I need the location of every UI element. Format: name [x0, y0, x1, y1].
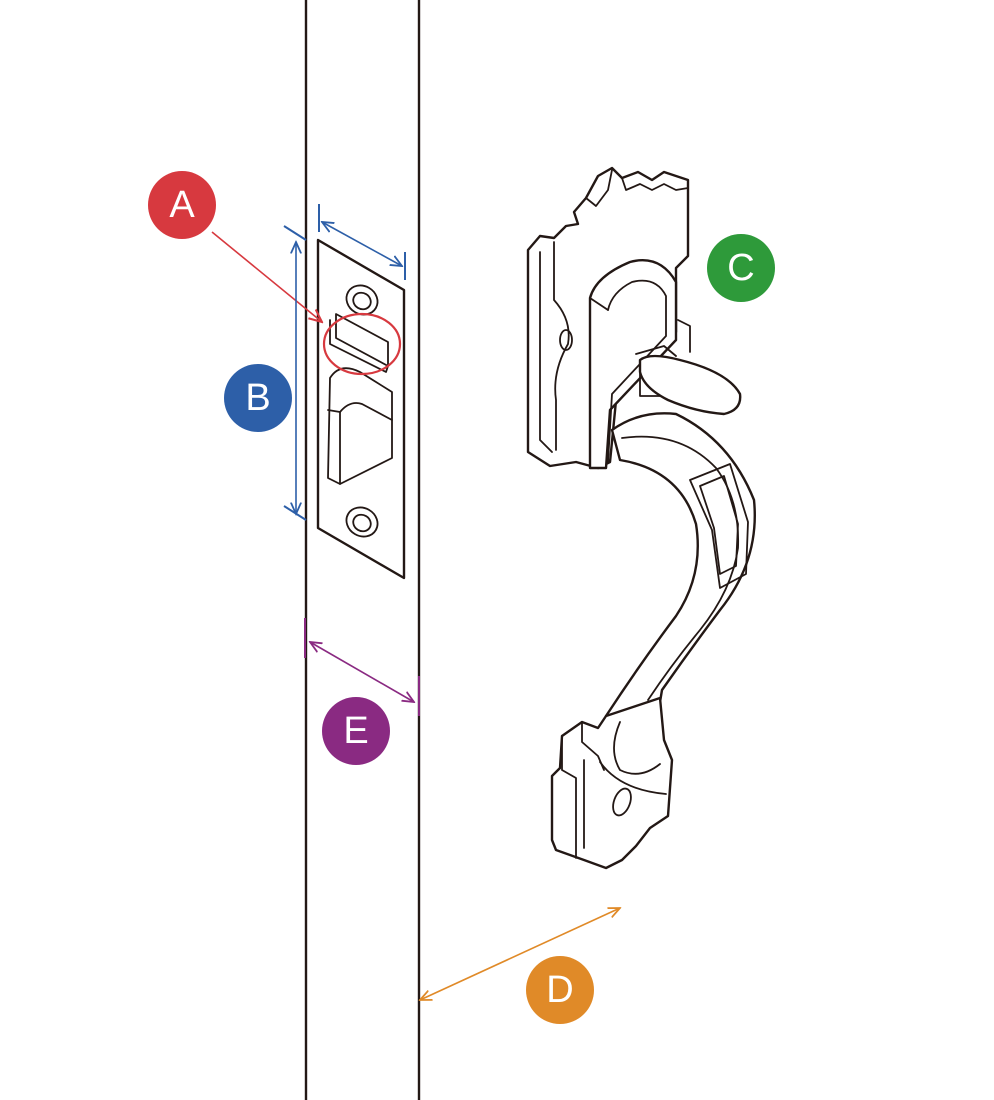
dimension-b — [283, 225, 307, 521]
badge-b: B — [224, 364, 292, 432]
badge-c-circle — [707, 234, 775, 302]
dimension-d — [420, 908, 620, 1000]
badge-d-label: D — [546, 969, 573, 1011]
badge-d: D — [526, 956, 594, 1024]
badge-b-label: B — [245, 377, 270, 419]
badge-e-label: E — [343, 710, 368, 752]
strike-plate — [316, 238, 406, 580]
badge-b-circle — [224, 364, 292, 432]
dimension-plate-width — [318, 204, 406, 280]
door-handle — [526, 166, 756, 870]
latch-bolt — [327, 367, 393, 485]
badge-c-label: C — [727, 247, 754, 289]
badge-a-circle — [148, 171, 216, 239]
deadlatch-callout — [211, 231, 402, 376]
badge-e-circle — [322, 697, 390, 765]
badge-a-label: A — [169, 184, 195, 226]
bottom-screw-hole — [345, 506, 379, 538]
badge-a: A — [148, 171, 216, 239]
badge-c: C — [707, 234, 775, 302]
dimension-e — [304, 618, 420, 716]
badge-e: E — [322, 697, 390, 765]
top-screw-hole — [345, 284, 379, 316]
badge-d-circle — [526, 956, 594, 1024]
